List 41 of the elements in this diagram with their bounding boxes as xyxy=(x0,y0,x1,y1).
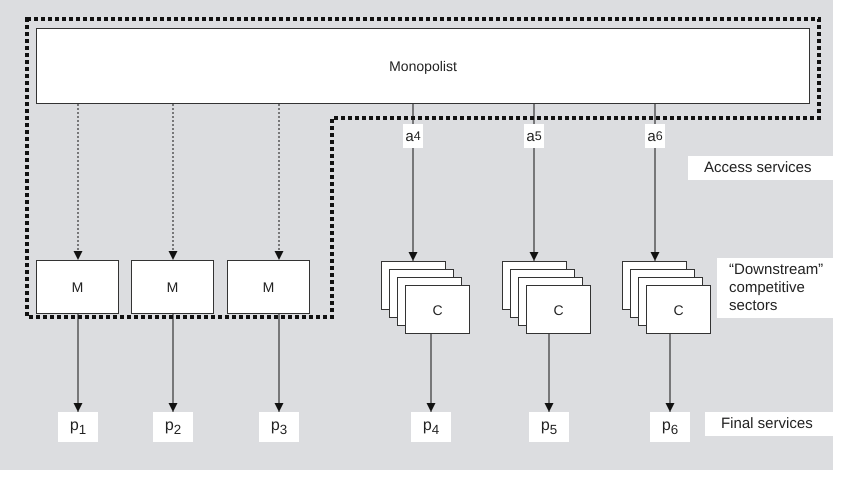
node-label: Monopolist xyxy=(389,58,457,74)
node-label: p$_{2}$ xyxy=(164,416,182,438)
node-label: p$_{4}$ xyxy=(422,416,440,438)
process-box xyxy=(36,260,119,314)
arrow xyxy=(530,104,538,262)
stack-of-boxes xyxy=(381,261,470,334)
stack-of-boxes xyxy=(622,261,711,334)
price-box xyxy=(411,412,451,442)
row-label: Final services xyxy=(705,412,833,436)
arrow xyxy=(74,314,82,412)
arrow xyxy=(650,104,660,262)
process-box xyxy=(36,28,810,104)
node-label: C xyxy=(672,300,685,320)
arrow xyxy=(274,314,284,412)
price-box xyxy=(58,412,98,442)
arrow xyxy=(408,104,418,262)
node-label: p$_{1}$ xyxy=(70,416,86,438)
stack-of-boxes xyxy=(502,261,591,334)
node-label: M xyxy=(166,279,178,295)
node-label: p$_{6}$ xyxy=(662,416,678,438)
price-box xyxy=(153,412,193,442)
arrow xyxy=(544,334,554,412)
arrow xyxy=(74,104,82,260)
row-label: “Downstream” competitive sectors xyxy=(717,258,833,318)
arrow xyxy=(168,314,178,412)
node-label: M xyxy=(262,279,274,295)
price-box xyxy=(529,412,569,442)
process-box xyxy=(227,260,310,314)
arrow xyxy=(274,104,284,260)
price-box xyxy=(650,412,690,442)
price-box xyxy=(259,412,299,442)
node-label: C xyxy=(431,300,444,320)
node-label: M xyxy=(72,279,84,295)
arrow xyxy=(426,334,436,412)
node-label: p$_{5}$ xyxy=(540,416,558,438)
node-label: C xyxy=(552,300,565,320)
arrow xyxy=(666,334,674,412)
arrow xyxy=(168,104,178,260)
process-box xyxy=(131,260,214,314)
row-label: Access services xyxy=(688,156,833,180)
node-label: p$_{3}$ xyxy=(270,416,288,438)
